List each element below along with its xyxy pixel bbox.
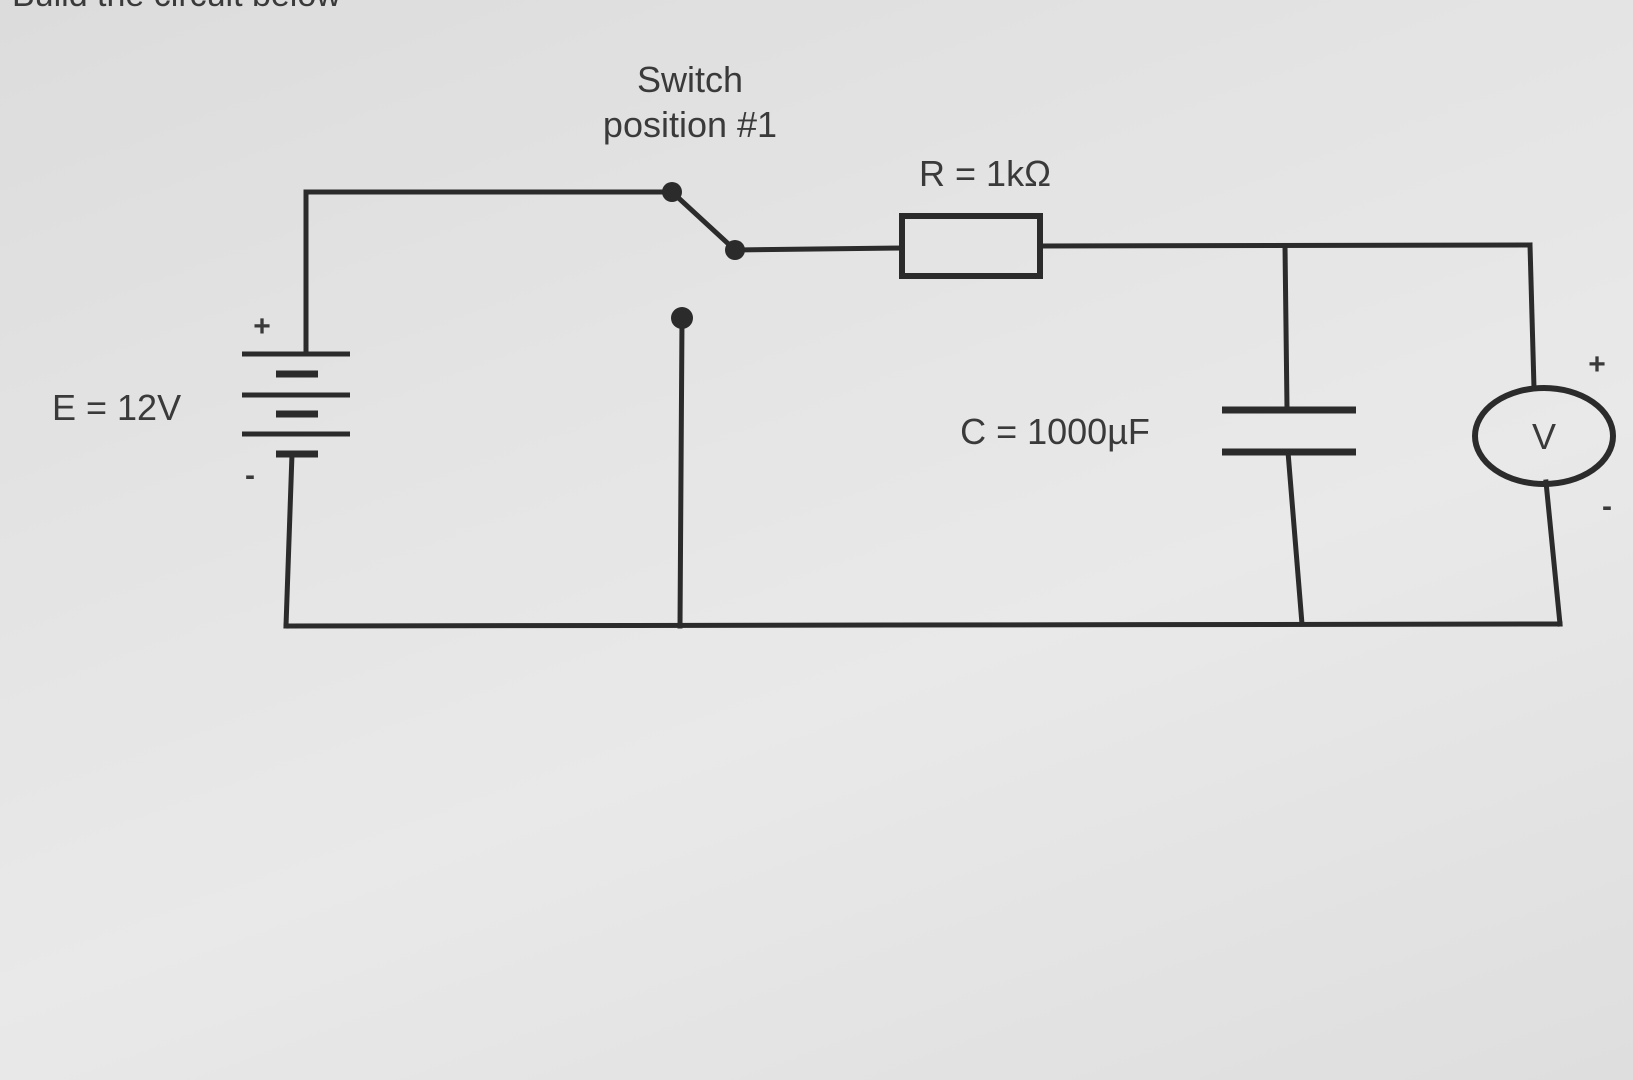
- top-left-wire: [303, 189, 675, 353]
- voltmeter-symbol: [1472, 385, 1616, 487]
- capacitor-bottom-lead: [1285, 449, 1305, 627]
- switch-to-resistor-wire: [732, 245, 905, 253]
- header-partial-text: Build the circuit below: [12, 0, 341, 14]
- voltmeter-bottom-lead: [1543, 479, 1563, 627]
- capacitor-top-lead: [1282, 243, 1290, 411]
- wires: [283, 188, 1563, 629]
- switch-terminal-2: [671, 307, 693, 329]
- switch-common-terminal: [725, 240, 745, 260]
- battery-minus-sign: -: [245, 459, 255, 492]
- switch-terminal-1: [662, 182, 682, 202]
- bottom-rail-wire: [283, 621, 1563, 629]
- battery-label: E = 12V: [52, 387, 181, 428]
- switch-position-2-lead: [677, 317, 685, 629]
- switch-label-line-2: position #1: [603, 104, 777, 145]
- voltmeter-top-lead: [1527, 242, 1537, 391]
- resistor-label: R = 1kΩ: [919, 153, 1051, 194]
- battery-negative-lead: [283, 451, 295, 629]
- battery-symbol: [242, 351, 350, 458]
- battery-plus-sign: +: [253, 310, 271, 343]
- voltmeter-letter: V: [1532, 416, 1556, 457]
- resistor-symbol: [899, 213, 1043, 279]
- capacitor-label: C = 1000µF: [960, 411, 1150, 452]
- voltmeter-plus-sign: +: [1588, 348, 1606, 381]
- switch-blade: [668, 188, 739, 254]
- voltmeter-minus-sign: -: [1602, 490, 1612, 523]
- switch-label-line-1: Switch: [637, 59, 743, 100]
